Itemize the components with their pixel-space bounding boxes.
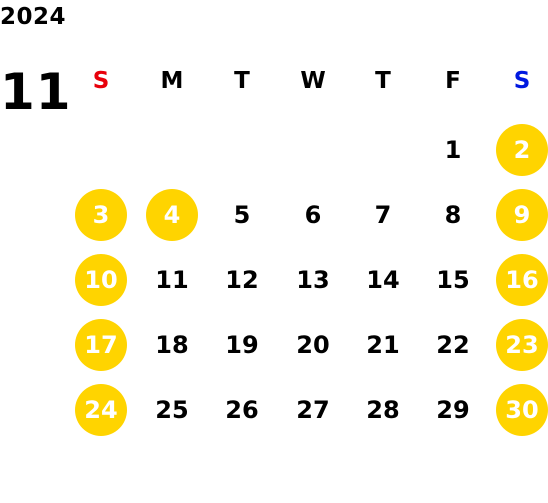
calendar-day-5: 5 — [233, 201, 251, 229]
calendar-day-14: 14 — [366, 266, 400, 294]
calendar-day-2: 2 — [496, 124, 548, 176]
calendar-day-4: 4 — [146, 189, 198, 241]
calendar-day-18: 18 — [155, 331, 189, 359]
calendar-day-29: 29 — [436, 396, 470, 424]
calendar-day-20: 20 — [296, 331, 330, 359]
calendar-day-19: 19 — [225, 331, 259, 359]
calendar-day-6: 6 — [304, 201, 322, 229]
calendar-day-28: 28 — [366, 396, 400, 424]
calendar-day-9: 9 — [496, 189, 548, 241]
calendar-day-11: 11 — [155, 266, 189, 294]
calendar-day-25: 25 — [155, 396, 189, 424]
month-number: 11 — [0, 63, 72, 121]
weekday-wed: W — [300, 68, 326, 94]
calendar-day-15: 15 — [436, 266, 470, 294]
year-label: 2024 — [0, 4, 67, 30]
weekday-mon: M — [160, 68, 184, 94]
weekday-thu: T — [375, 68, 391, 94]
calendar-day-10: 10 — [75, 254, 127, 306]
calendar-day-8: 8 — [444, 201, 462, 229]
calendar-day-22: 22 — [436, 331, 470, 359]
calendar-day-7: 7 — [374, 201, 392, 229]
calendar-day-3: 3 — [75, 189, 127, 241]
calendar-day-30: 30 — [496, 384, 548, 436]
calendar-day-13: 13 — [296, 266, 330, 294]
calendar-day-12: 12 — [225, 266, 259, 294]
weekday-tue: T — [234, 68, 250, 94]
calendar-day-21: 21 — [366, 331, 400, 359]
calendar-day-23: 23 — [496, 319, 548, 371]
weekday-sat: S — [513, 68, 531, 94]
weekday-fri: F — [445, 68, 461, 94]
calendar-day-26: 26 — [225, 396, 259, 424]
calendar-day-16: 16 — [496, 254, 548, 306]
calendar-day-24: 24 — [75, 384, 127, 436]
calendar-day-27: 27 — [296, 396, 330, 424]
calendar-day-17: 17 — [75, 319, 127, 371]
calendar-day-1: 1 — [444, 136, 462, 164]
weekday-sun: S — [92, 68, 110, 94]
